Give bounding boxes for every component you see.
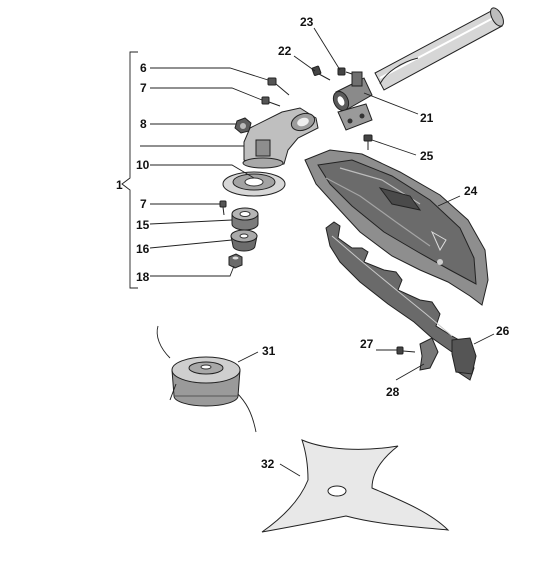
label-26: 26 [496, 324, 510, 338]
screw-23 [337, 67, 353, 76]
label-16: 16 [136, 242, 150, 256]
screw-7-upper [261, 96, 281, 107]
label-27: 27 [360, 337, 374, 351]
label-31: 31 [262, 344, 276, 358]
label-8: 8 [140, 117, 147, 131]
label-7-lower: 7 [140, 197, 147, 211]
screw-27 [396, 346, 416, 355]
label-10: 10 [136, 158, 150, 172]
clip-28 [419, 337, 439, 371]
cup-washer-16 [230, 229, 258, 252]
label-24: 24 [464, 184, 478, 198]
washer-15 [231, 207, 259, 231]
label-25: 25 [420, 149, 434, 163]
screw-22 [311, 65, 331, 81]
trimmer-head-31 [156, 325, 257, 433]
label-18: 18 [136, 270, 150, 284]
drive-shaft-tube [374, 7, 504, 91]
guard-extension-26 [325, 221, 477, 381]
nut-18 [228, 253, 243, 269]
handle-clamp-21 [332, 71, 373, 131]
label-22: 22 [278, 44, 292, 58]
label-32: 32 [261, 457, 275, 471]
blade-32 [261, 439, 450, 533]
label-21: 21 [420, 111, 434, 125]
leader-lines [140, 27, 495, 477]
label-23: 23 [300, 15, 314, 29]
label-7-upper: 7 [140, 81, 147, 95]
group-1-bracket: 1 [116, 51, 138, 289]
guard-24 [304, 149, 489, 306]
flange-10 [222, 171, 286, 197]
screw-6 [267, 77, 290, 96]
gear-head [242, 107, 319, 169]
label-6: 6 [140, 61, 147, 75]
screw-7-lower [219, 200, 227, 216]
screw-25 [363, 134, 373, 150]
label-15: 15 [136, 218, 150, 232]
label-28: 28 [386, 385, 400, 399]
part-number-labels: 6 7 8 10 7 15 16 18 22 23 21 25 24 26 27… [136, 15, 510, 471]
group-label-1: 1 [116, 178, 123, 192]
